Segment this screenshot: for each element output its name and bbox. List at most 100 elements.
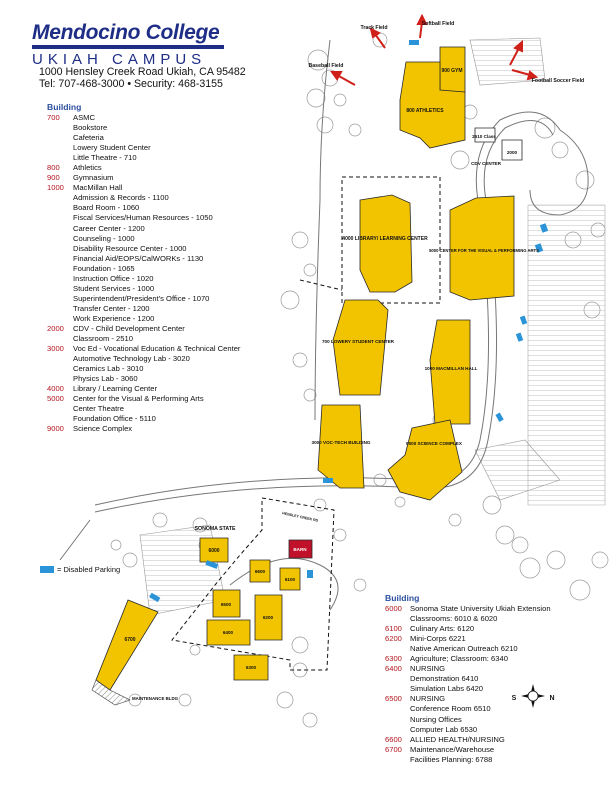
legend-building-code [47, 264, 73, 274]
legend-building-code [47, 354, 73, 364]
lowery-building [332, 299, 389, 396]
legend-building-name: Facilities Planning: 6788 [410, 754, 493, 764]
legend-building-name: CDV - Child Development Center [73, 323, 185, 333]
legend-building-code [47, 133, 73, 143]
legend-building-code [385, 715, 410, 725]
legend-building-code [385, 674, 410, 684]
address: 1000 Hensley Creek Road Ukiah, CA 95482 [39, 66, 246, 78]
b2510-building [474, 127, 496, 143]
legend-building-name: Native American Outreach 6210 [410, 644, 518, 654]
b6100-label: 6100 [285, 577, 296, 582]
legend-row: 6500 NURSING [385, 694, 551, 704]
arts-label: 5000 CENTER FOR THE VISUAL & PERFORMING … [429, 248, 539, 253]
library-zone-outline [341, 176, 441, 304]
lower-campus-outline [171, 497, 335, 671]
track-field-label: Track Field [360, 25, 387, 31]
legend-row: Foundation Office - 5110 [47, 414, 240, 424]
legend-building-name: Physics Lab - 3060 [73, 374, 138, 384]
legend-building-code [47, 284, 73, 294]
legend-row: Center Theatre [47, 404, 240, 414]
legend-building-code [47, 304, 73, 314]
compass-n-label: N [549, 695, 554, 702]
legend-row: Disability Resource Center - 1000 [47, 244, 240, 254]
macmillan-building [429, 319, 471, 425]
legend-building-code [47, 193, 73, 203]
header: Mendocino College UKIAH CAMPUS [32, 22, 232, 69]
b6500-building [212, 589, 241, 618]
disabled-parking-markers [149, 40, 549, 603]
legend-building-code [385, 614, 410, 624]
b6000-label: 6000 [208, 548, 219, 554]
football-field-label: Football Soccer Field [532, 78, 584, 84]
legend-building-name: Science Complex [73, 424, 133, 434]
gym-label: 900 GYM [441, 68, 462, 74]
phone: Tel: 707-468-3000 • Security: 468-3155 [39, 78, 223, 90]
legend-row: Simulation Labs 6420 [385, 684, 551, 694]
b6300-label: 6300 [246, 665, 257, 670]
legend-building-code: 6200 [385, 634, 402, 644]
legend-building-name: NURSING [410, 664, 446, 674]
legend-building-name: Mini-Corps 6221 [410, 634, 466, 644]
legend-building-name: Ceramics Lab - 3010 [73, 364, 144, 374]
legend-row: Student Services - 1000 [47, 284, 240, 294]
roads [59, 39, 589, 611]
legend-building-code [47, 374, 73, 384]
legend-building-code [385, 684, 410, 694]
legend-building-code: 6500 [385, 694, 402, 704]
legend-building-code: 6700 [385, 744, 402, 754]
athletics-building [399, 61, 466, 149]
macmillan-label: 1000 MACMILLAN HALL [425, 366, 478, 371]
library-label: 4000 LIBRARY/ LEARNING CENTER [342, 236, 428, 242]
legend-building-code: 6100 [385, 624, 402, 634]
legend-building-name: MacMillan Hall [73, 183, 123, 193]
legend-building-code [47, 294, 73, 304]
legend-building-name: Center Theatre [73, 404, 124, 414]
legend-building-code: 4000 [47, 384, 64, 394]
legend-row: Career Center - 1200 [47, 224, 240, 234]
legend-building-code [385, 644, 410, 654]
baseball-field-label: Baseball Field [309, 63, 344, 69]
legend-building-code [47, 244, 73, 254]
legend-row: Physics Lab - 3060 [47, 374, 240, 384]
legend-building-code: 1000 [47, 183, 64, 193]
legend-title: Building [385, 593, 420, 603]
legend-row: Conference Room 6510 [385, 704, 551, 714]
legend-building-code [47, 234, 73, 244]
legend-building-name: Simulation Labs 6420 [410, 684, 484, 694]
legend-row: Foundation - 1065 [47, 264, 240, 274]
legend-building-name: Computer Lab 6530 [410, 724, 478, 734]
legend-building-name: NURSING [410, 694, 446, 704]
library-building [359, 194, 413, 293]
legend-building-name: Foundation Office - 5110 [73, 414, 156, 424]
athletics-label: 800 ATHLETICS [406, 108, 444, 114]
legend-building-name: Bookstore [73, 123, 108, 133]
legend-row: Automotive Technology Lab - 3020 [47, 354, 240, 364]
disabled-parking-text: = Disabled Parking [57, 565, 121, 574]
disabled-parking-swatch [40, 566, 54, 573]
sonoma-state-label: SONOMA STATE [195, 526, 236, 532]
b6600-building [249, 559, 271, 583]
arts-building [449, 195, 515, 301]
legend-building-code: 700 [47, 113, 60, 122]
cdv-2000-building [501, 139, 523, 161]
legend-building-code [47, 213, 73, 223]
legend-row: Counseling - 1000 [47, 234, 240, 244]
voctech-building [317, 404, 365, 489]
b6700-label: 6700 [124, 637, 135, 643]
legend-building-name: Agriculture; Classroom: 6340 [410, 654, 508, 664]
legend-row: Fiscal Services/Human Resources - 1050 [47, 213, 240, 223]
legend-building-code [47, 404, 73, 414]
legend-building-code: 800 [47, 163, 60, 173]
header-rule [32, 45, 224, 49]
legend-row: Admission & Records - 1100 [47, 193, 240, 203]
b6700-building [95, 599, 159, 691]
field-arrows [330, 13, 539, 86]
